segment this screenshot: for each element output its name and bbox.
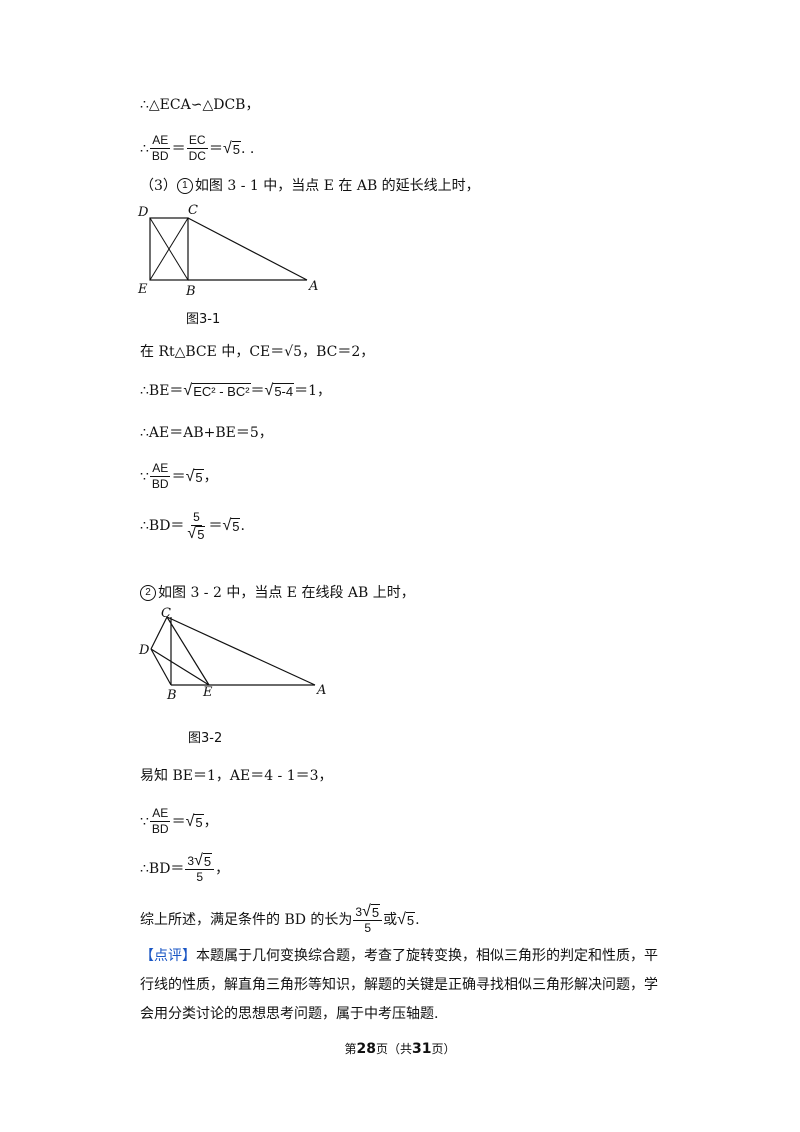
fraction-5-sqrt5: 5 √5: [187, 510, 206, 542]
line-similar-triangles: ∴△ECA∽△DCB，: [140, 95, 259, 115]
circled-number-2: 2: [140, 585, 156, 601]
segment-ca: [166, 616, 316, 686]
sqrt-5: √5: [222, 517, 241, 534]
sqrt-5: √5: [222, 139, 241, 157]
comment-text: 本题属于几何变换综合题，考查了旋转变换，相似三角形的判定和性质，平行线的性质，解…: [140, 948, 658, 1022]
page-footer: 第28页（共31页）: [344, 1041, 456, 1057]
fraction-3sqrt5-5: 3√5 5: [353, 904, 383, 936]
segment-de: [150, 648, 210, 686]
line-case-3-1: （3） 1 如图 3 - 1 中，当点 E 在 AB 的延长线上时，: [140, 178, 480, 194]
line-ae-calc: ∴AE＝AB+BE＝5，: [140, 425, 273, 441]
comment-paragraph: 【点评】本题属于几何变换综合题，考查了旋转变换，相似三角形的判定和性质，平行线的…: [140, 942, 660, 1029]
sqrt-5: √5: [397, 911, 416, 928]
label-c: C: [188, 203, 198, 218]
line-be-ae-values: 易知 BE＝1，AE＝4 - 1＝3，: [140, 768, 333, 784]
fraction-3sqrt5-5: 3√5 5: [185, 853, 215, 885]
label-d: D: [137, 205, 149, 220]
line-ratio-sqrt5: ∵ AE BD ＝ √5 ，: [140, 461, 218, 491]
line-ratio-sqrt5-2: ∵ AE BD ＝ √5 ，: [140, 806, 218, 836]
label-e: E: [137, 282, 148, 297]
circled-number-1: 1: [176, 178, 193, 194]
fraction-ae-bd: AE BD: [150, 461, 171, 491]
line-triangle-bce: 在 Rt△BCE 中，CE＝√5，BC＝2，: [140, 344, 375, 360]
page-number: 28: [356, 1041, 376, 1057]
label-e: E: [202, 685, 213, 700]
figure-3-1: D C E B A: [137, 203, 318, 299]
segment-ca: [187, 217, 308, 281]
fraction-ae-bd: AE BD: [150, 806, 171, 836]
sqrt-ec-bc: √EC² - BC²: [183, 382, 251, 399]
label-a: A: [308, 279, 318, 294]
square-decb: [149, 217, 189, 281]
figure-3-2-caption: 图3-2: [188, 731, 223, 746]
line-conclusion: 综上所述，满足条件的 BD 的长为 3√5 5 或 √5 .: [140, 903, 420, 936]
sqrt-5-4: √5-4: [264, 382, 295, 399]
label-a: A: [316, 683, 326, 698]
label-d: D: [138, 643, 150, 658]
line-bd-result-1: ∴BD＝ 5 √5 ＝ √5 .: [140, 510, 245, 542]
fraction-ae-bd: AE BD: [150, 133, 171, 163]
segment-cd: [150, 616, 168, 650]
diagonal-ce: [149, 217, 189, 281]
text: ∴△ECA∽△DCB，: [140, 97, 260, 113]
segment-db: [150, 648, 172, 686]
label-c: C: [161, 606, 171, 621]
segment-ce: [166, 616, 210, 686]
label-b: B: [166, 688, 177, 700]
label-b: B: [185, 284, 196, 299]
fraction-ec-dc: EC DC: [186, 133, 208, 163]
sqrt-5: √5: [185, 467, 204, 485]
line-be-calc: ∴BE＝ √EC² - BC² ＝ √5-4 ＝1，: [140, 382, 332, 400]
line-bd-result-2: ∴BD＝ 3√5 5 ，: [140, 852, 230, 885]
sqrt-5: √5: [185, 812, 204, 830]
figure-3-2: C D B E A: [138, 606, 326, 700]
comment-tag: 【点评】: [140, 948, 196, 964]
figure-3-1-caption: 图3-1: [186, 312, 221, 327]
line-ratio-equation: ∴ AE BD ＝ EC DC ＝ √5 . .: [140, 133, 255, 163]
line-case-3-2: 2 如图 3 - 2 中，当点 E 在线段 AB 上时，: [140, 583, 415, 603]
total-pages: 31: [412, 1041, 432, 1057]
